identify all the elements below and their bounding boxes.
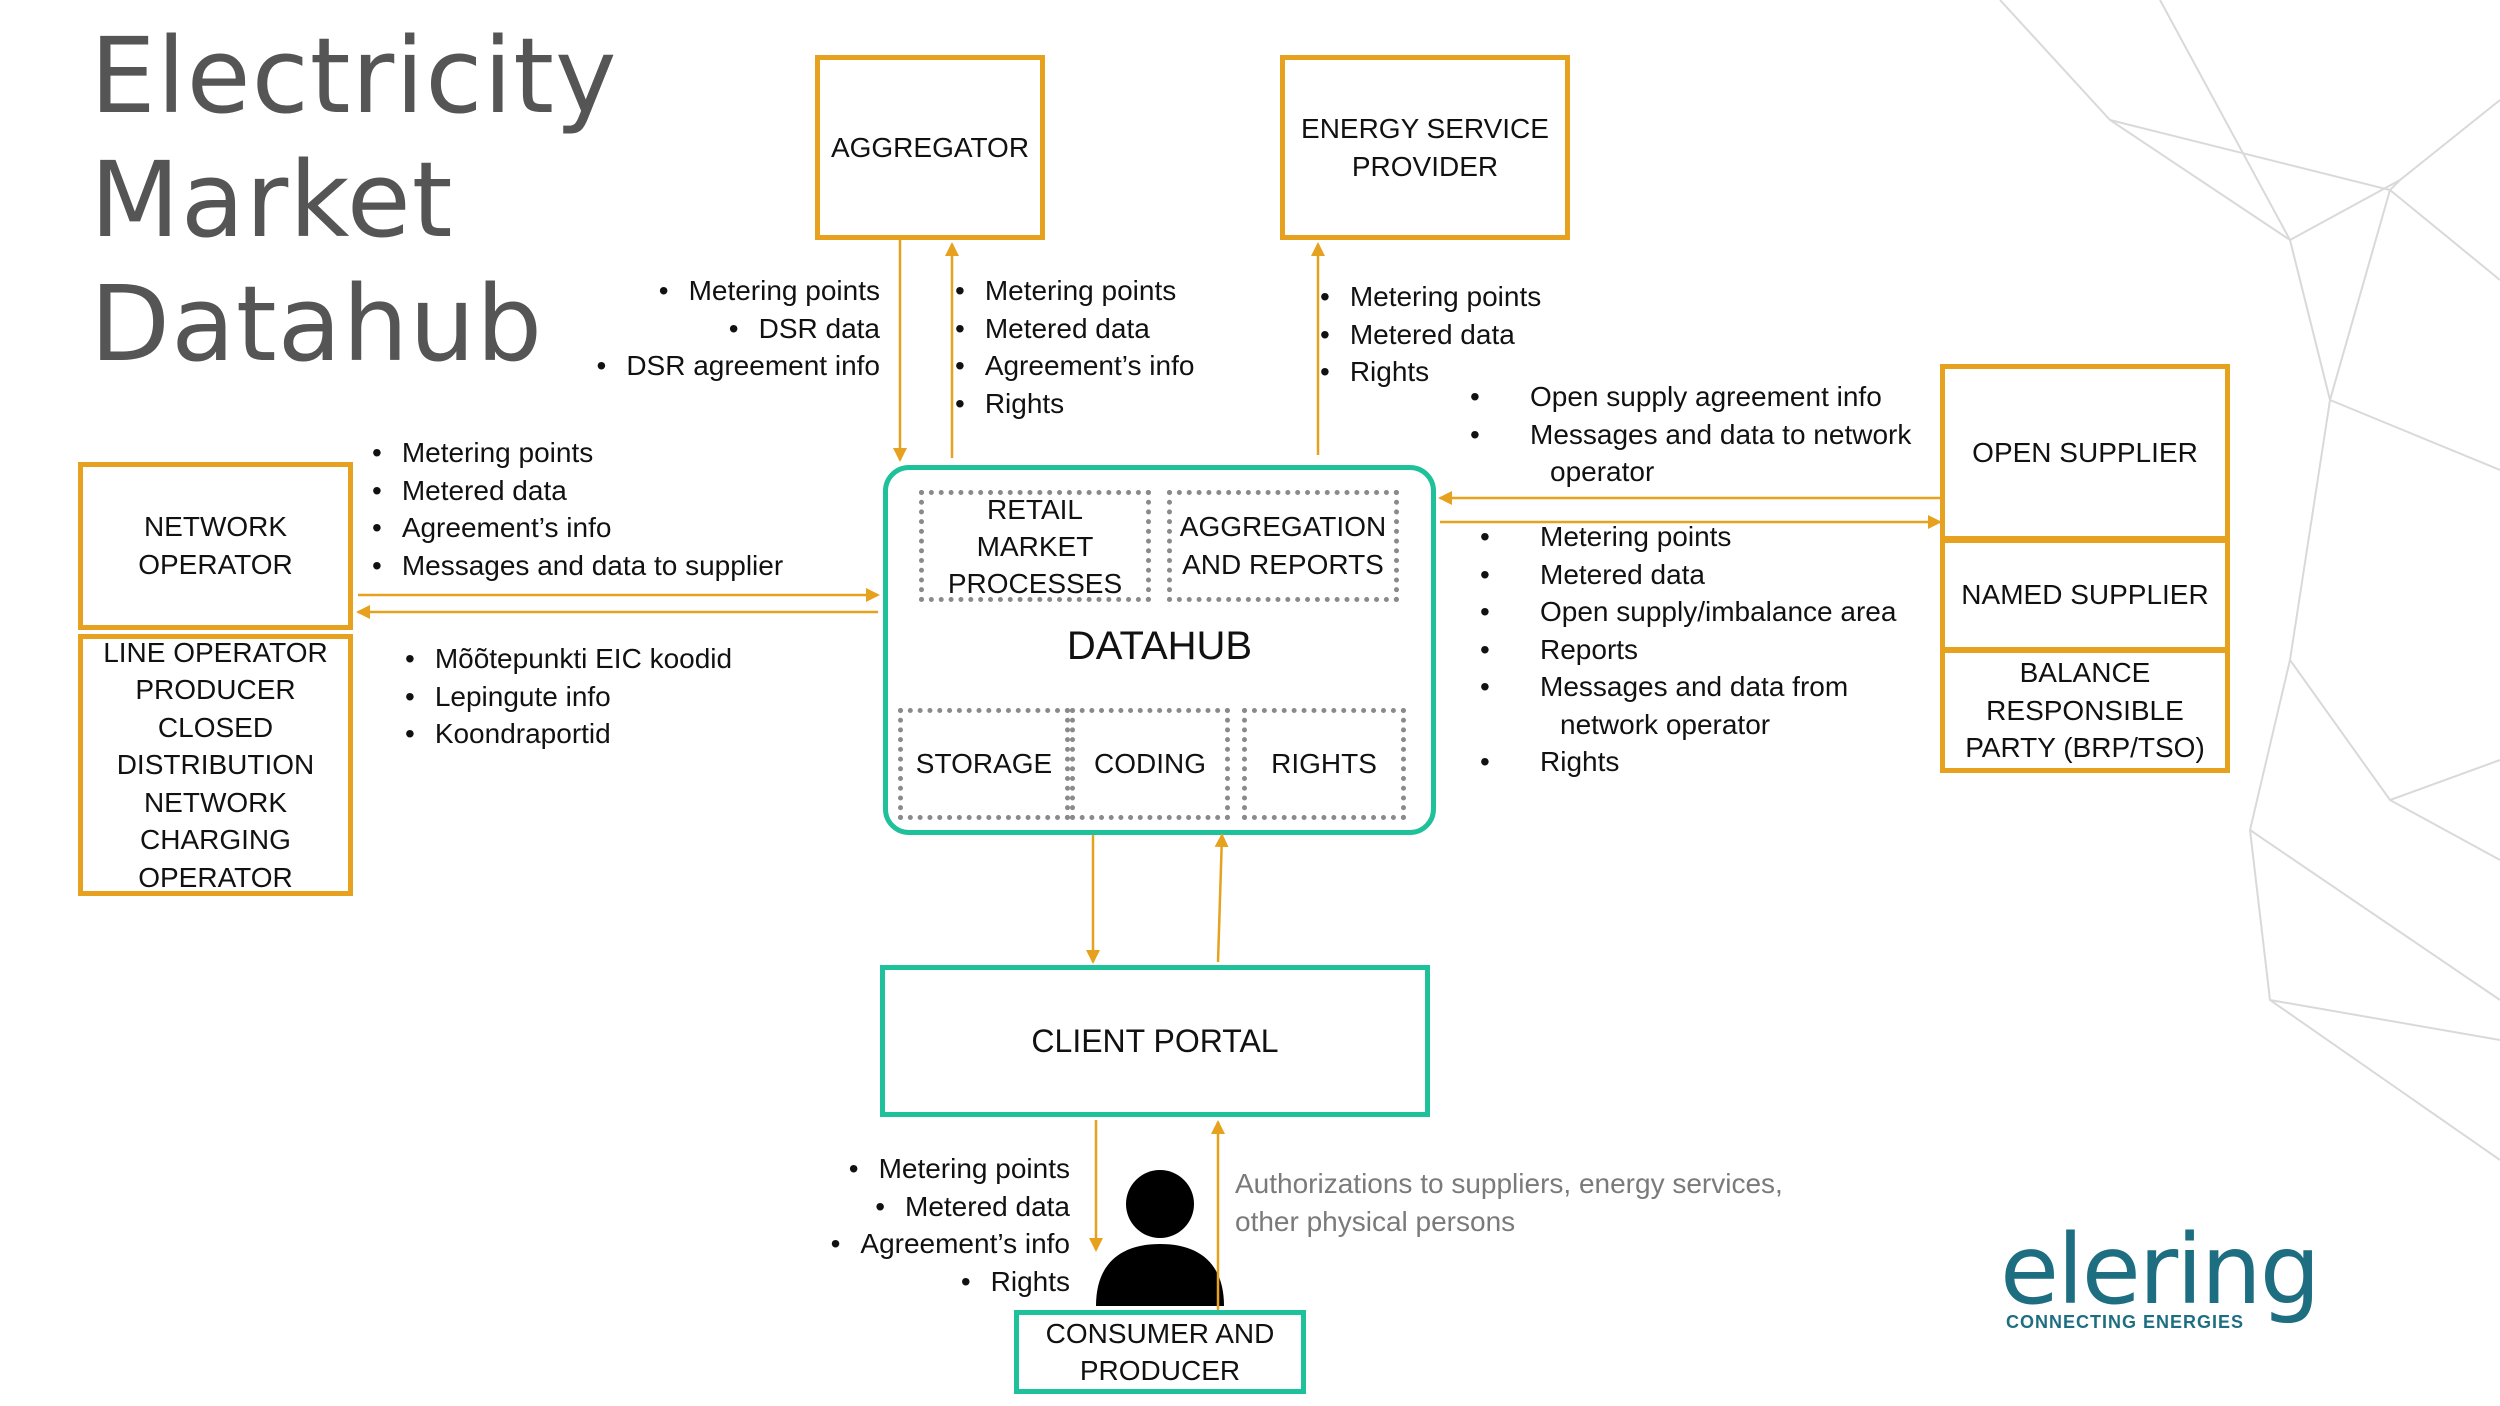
list-item: Rights (1520, 743, 1900, 781)
list-item: Reports (1520, 631, 1900, 669)
list-item: Rights (1320, 353, 1541, 391)
list-item: Agreement’s info (955, 347, 1195, 385)
list-item: Open supply agreement info (1510, 378, 1950, 416)
list-item: Metered data (700, 1188, 1070, 1226)
authorizations-note: Authorizations to suppliers, energy serv… (1235, 1168, 1783, 1237)
list-item: Metered data (372, 472, 783, 510)
list-esp-from-datahub: Metering points Metered data Rights (1320, 278, 1541, 391)
list-item: Mõõtepunkti EIC koodid (405, 640, 732, 678)
list-item: Metering points (372, 434, 783, 472)
title-line-2: Market (90, 139, 454, 261)
title-line-3: Datahub (90, 263, 544, 385)
list-datahub-to-aggregator: Metering points DSR data DSR agreement i… (560, 272, 880, 385)
list-aggregator-from-datahub: Metering points Metered data Agreement’s… (955, 272, 1195, 423)
consumer-and-producer-box: CONSUMER AND PRODUCER (1014, 1310, 1306, 1394)
aggregation-and-reports-module: AGGREGATION AND REPORTS (1167, 490, 1399, 602)
person-icon (1096, 1170, 1224, 1306)
list-item: Metered data (955, 310, 1194, 348)
datahub-box (883, 465, 1436, 835)
list-item: Metered data (1320, 316, 1541, 354)
named-supplier-box: NAMED SUPPLIER (1940, 538, 2230, 652)
datahub-label: DATAHUB (1066, 624, 1253, 668)
logo-wordmark: elering (2000, 1214, 2321, 1326)
list-item: DSR agreement info (560, 347, 880, 385)
list-item: Metering points (1520, 518, 1900, 556)
list-item: Rights (955, 385, 1194, 423)
storage-module: STORAGE (898, 708, 1070, 820)
list-item: Metering points (1320, 278, 1541, 316)
list-item: Agreement’s info (700, 1225, 1070, 1263)
aggregator-box: AGGREGATOR (815, 55, 1045, 240)
list-item: Metering points (955, 272, 1194, 310)
list-datahub-to-supplier: Metering points Metered data Open supply… (1520, 518, 1900, 781)
balance-responsible-party-box: BALANCE RESPONSIBLE PARTY (BRP/TSO) (1940, 648, 2230, 773)
line-operator-group-box: LINE OPERATOR PRODUCER CLOSED DISTRIBUTI… (78, 634, 353, 896)
list-portal-to-consumer: Metering points Metered data Agreement’s… (700, 1150, 1070, 1300)
page-title: Electricity Market Datahub (90, 14, 790, 386)
list-item: Rights (700, 1263, 1070, 1301)
rights-module: RIGHTS (1242, 708, 1406, 820)
list-item: Messages and data to network operator (1510, 416, 1950, 491)
client-portal-box: CLIENT PORTAL (880, 965, 1430, 1117)
list-item: Open supply/imbalance area (1520, 593, 1900, 631)
coding-module: CODING (1070, 708, 1230, 820)
retail-market-processes-module: RETAIL MARKET PROCESSES (919, 490, 1151, 602)
list-network-operator-in: Mõõtepunkti EIC koodid Lepingute info Ko… (405, 640, 732, 753)
list-item: Lepingute info (405, 678, 732, 716)
list-network-operator-out: Metering points Metered data Agreement’s… (372, 434, 783, 584)
title-line-1: Electricity (90, 15, 618, 137)
list-item: DSR data (560, 310, 880, 348)
list-item: Messages and data to supplier (372, 547, 783, 585)
list-item: Agreement’s info (372, 509, 783, 547)
list-item: Koondraportid (405, 715, 732, 753)
list-item: Metering points (700, 1150, 1070, 1188)
list-supplier-to-datahub: Open supply agreement info Messages and … (1510, 378, 1950, 491)
energy-service-provider-box: ENERGY SERVICE PROVIDER (1280, 55, 1570, 240)
list-item: Metering points (560, 272, 880, 310)
list-item: Messages and data from network operator (1520, 668, 1900, 743)
list-item: Metered data (1520, 556, 1900, 594)
logo-tagline: CONNECTING ENERGIES (2006, 1312, 2245, 1332)
elering-logo: elering CONNECTING ENERGIES (2000, 1214, 2321, 1333)
network-operator-box: NETWORK OPERATOR (78, 462, 353, 630)
